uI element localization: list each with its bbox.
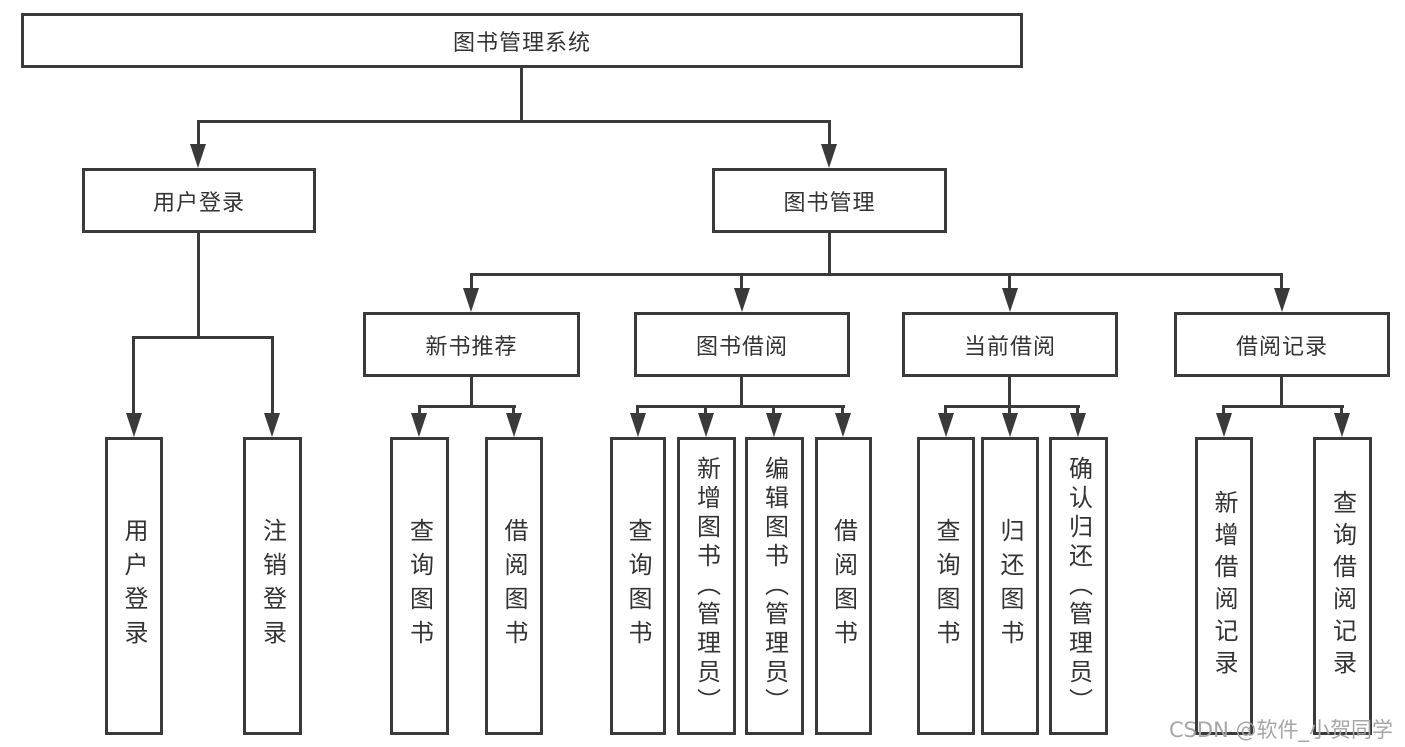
leaf-logout-label: 注销登录	[258, 518, 287, 654]
arrowhead-g4-return	[1002, 413, 1018, 437]
leaf-add-books-admin: 新增图书（管理员）	[677, 437, 736, 735]
arrowhead-borrow-record	[1274, 288, 1290, 312]
arrowhead-g3-add	[698, 413, 714, 437]
connector-newbook-drop	[470, 377, 473, 407]
arrowhead-leaf-logout	[264, 413, 280, 437]
connector-bus-level3	[470, 273, 1283, 276]
csdn-watermark: CSDN @软件_小贺同学	[1168, 718, 1393, 742]
arrowhead-g3-query	[630, 413, 646, 437]
arrowhead-g4-query	[938, 413, 954, 437]
arrowhead-g3-borrow	[835, 413, 851, 437]
connector-g5l2-stub	[1340, 405, 1343, 415]
arrowhead-g5-add	[1216, 413, 1232, 437]
arrowhead-g5-query	[1334, 413, 1350, 437]
node-new-book-recommend: 新书推荐	[363, 312, 580, 377]
node-book-management-label: 图书管理	[783, 190, 876, 216]
node-root-library-system: 图书管理系统	[21, 13, 1023, 68]
connector-bookborrow-drop	[740, 377, 743, 407]
leaf-user-login: 用户登录	[105, 437, 163, 735]
node-book-borrow: 图书借阅	[634, 312, 850, 377]
connector-currentborrow-drop	[1008, 377, 1011, 407]
connector-bus-bookborrow	[637, 405, 845, 408]
arrowhead-g3-edit	[766, 413, 782, 437]
connector-leaf2-stub	[271, 336, 274, 415]
connector-leaf1-stub	[132, 336, 135, 415]
leaf-confirm-return-admin-label: 确认归还（管理员）	[1064, 455, 1093, 717]
leaf-edit-books-admin-label: 编辑图书（管理员）	[760, 455, 789, 717]
leaf-add-borrow-record: 新增借阅记录	[1195, 437, 1253, 735]
arrowhead-g2-query	[411, 413, 427, 437]
connector-l2a-stub	[197, 120, 200, 148]
leaf-borrow-books-label: 借阅图书	[829, 518, 858, 654]
connector-bookmgmt-drop	[828, 233, 831, 275]
connector-bus-borrowrecord	[1223, 405, 1344, 408]
leaf-newbook-query-books-label: 查询图书	[405, 518, 434, 654]
arrowhead-user-login	[190, 144, 206, 168]
connector-bus-level2	[197, 120, 831, 123]
connector-borrowrecord-drop	[1280, 377, 1283, 407]
node-current-borrow-label: 当前借阅	[963, 334, 1056, 360]
leaf-newbook-query-books: 查询图书	[390, 437, 449, 735]
leaf-current-query-books-label: 查询图书	[932, 518, 960, 654]
node-borrow-record: 借阅记录	[1174, 312, 1390, 377]
leaf-user-login-label: 用户登录	[120, 518, 148, 654]
connector-bus-userlogin	[132, 336, 274, 339]
leaf-newbook-borrow-books: 借阅图书	[485, 437, 543, 735]
leaf-confirm-return-admin: 确认归还（管理员）	[1049, 437, 1108, 735]
leaf-newbook-borrow-books-label: 借阅图书	[500, 518, 528, 654]
connector-g4l2-stub	[1008, 405, 1011, 415]
connector-g3l4-stub	[841, 405, 844, 415]
connector-l3d-stub	[1280, 273, 1283, 290]
leaf-current-query-books: 查询图书	[917, 437, 975, 735]
leaf-borrow-query-books: 查询图书	[610, 437, 666, 735]
leaf-add-borrow-record-label: 新增借阅记录	[1210, 490, 1238, 682]
node-current-borrow: 当前借阅	[902, 312, 1118, 377]
leaf-return-books: 归还图书	[981, 437, 1039, 735]
connector-bus-currentborrow	[945, 405, 1080, 408]
leaf-return-books-label: 归还图书	[996, 518, 1024, 654]
arrowhead-new-book	[463, 288, 479, 312]
leaf-edit-books-admin: 编辑图书（管理员）	[745, 437, 804, 735]
arrowhead-book-management	[821, 144, 837, 168]
connector-l3b-stub	[740, 273, 743, 290]
connector-root-stub	[520, 68, 523, 122]
leaf-query-borrow-record: 查询借阅记录	[1313, 437, 1372, 735]
connector-bus-newbook	[418, 405, 516, 408]
connector-userlogin-drop	[197, 233, 200, 338]
arrowhead-g4-confirm	[1070, 413, 1086, 437]
arrowhead-leaf-user-login	[126, 413, 142, 437]
connector-g3l2-stub	[704, 405, 707, 415]
leaf-borrow-query-books-label: 查询图书	[624, 518, 652, 654]
connector-l3a-stub	[470, 273, 473, 290]
node-book-borrow-label: 图书借阅	[695, 334, 788, 360]
node-book-management: 图书管理	[712, 168, 947, 233]
connector-g5l1-stub	[1222, 405, 1225, 415]
leaf-query-borrow-record-label: 查询借阅记录	[1328, 490, 1357, 682]
leaf-add-books-admin-label: 新增图书（管理员）	[692, 455, 721, 717]
arrowhead-book-borrow	[734, 288, 750, 312]
connector-g4l3-stub	[1076, 405, 1079, 415]
connector-g2l2-stub	[512, 405, 515, 415]
node-new-book-recommend-label: 新书推荐	[425, 334, 518, 360]
node-borrow-record-label: 借阅记录	[1235, 334, 1328, 360]
leaf-borrow-books: 借阅图书	[815, 437, 872, 735]
connector-l2b-stub	[828, 120, 831, 148]
arrowhead-current-borrow	[1002, 288, 1018, 312]
connector-g3l1-stub	[636, 405, 639, 415]
connector-g4l1-stub	[944, 405, 947, 415]
connector-g3l3-stub	[772, 405, 775, 415]
connector-g2l1-stub	[418, 405, 421, 415]
connector-l3c-stub	[1008, 273, 1011, 290]
node-user-login: 用户登录	[82, 168, 316, 233]
node-root-label: 图书管理系统	[452, 30, 591, 56]
node-user-login-label: 用户登录	[152, 190, 245, 216]
leaf-logout: 注销登录	[243, 437, 302, 735]
arrowhead-g2-borrow	[506, 413, 522, 437]
